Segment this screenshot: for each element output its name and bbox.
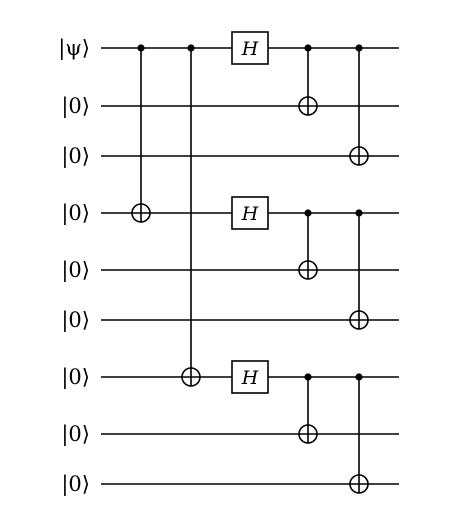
control-dot-1 <box>187 44 195 52</box>
target-xor-8 <box>349 146 369 166</box>
qubit-label-6: |0⟩ <box>61 365 90 390</box>
control-dot-9 <box>355 209 363 217</box>
control-dot-6 <box>304 209 312 217</box>
control-dot-8 <box>355 44 363 52</box>
hadamard-box <box>231 196 269 230</box>
hadamard-label: H <box>241 367 259 389</box>
hadamard-label: H <box>241 38 259 60</box>
hadamard-box <box>231 360 269 394</box>
qubit-wires <box>101 47 399 485</box>
qubit-label-5: |0⟩ <box>61 308 90 333</box>
qubit-label-1: |0⟩ <box>61 94 90 119</box>
qubit-label-2: |0⟩ <box>61 144 90 169</box>
target-xor-9 <box>349 310 369 330</box>
hadamard-gate-2: H <box>231 31 269 65</box>
target-xor-10 <box>349 474 369 494</box>
qubit-label-7: |0⟩ <box>61 422 90 447</box>
control-dot-5 <box>304 44 312 52</box>
target-xor-1 <box>181 367 201 387</box>
qubit-label-8: |0⟩ <box>61 472 90 497</box>
hadamard-box <box>231 31 269 65</box>
target-xor-7 <box>298 424 318 444</box>
qubit-label-0: |ψ⟩ <box>58 36 90 61</box>
target-xor-6 <box>298 260 318 280</box>
target-xor-5 <box>298 96 318 116</box>
qubit-label-3: |0⟩ <box>61 201 90 226</box>
hadamard-gate-3: H <box>231 196 269 230</box>
qubit-labels: |ψ⟩ |0⟩ |0⟩ |0⟩ |0⟩ |0⟩ |0⟩ |0⟩ |0⟩ <box>58 36 90 497</box>
control-dot-10 <box>355 373 363 381</box>
hadamard-gate-4: H <box>231 360 269 394</box>
gates: H H H <box>131 31 369 494</box>
qubit-label-4: |0⟩ <box>61 258 90 283</box>
control-dot-7 <box>304 373 312 381</box>
control-dot-0 <box>137 44 145 52</box>
target-xor-0 <box>131 203 151 223</box>
hadamard-label: H <box>241 203 259 225</box>
